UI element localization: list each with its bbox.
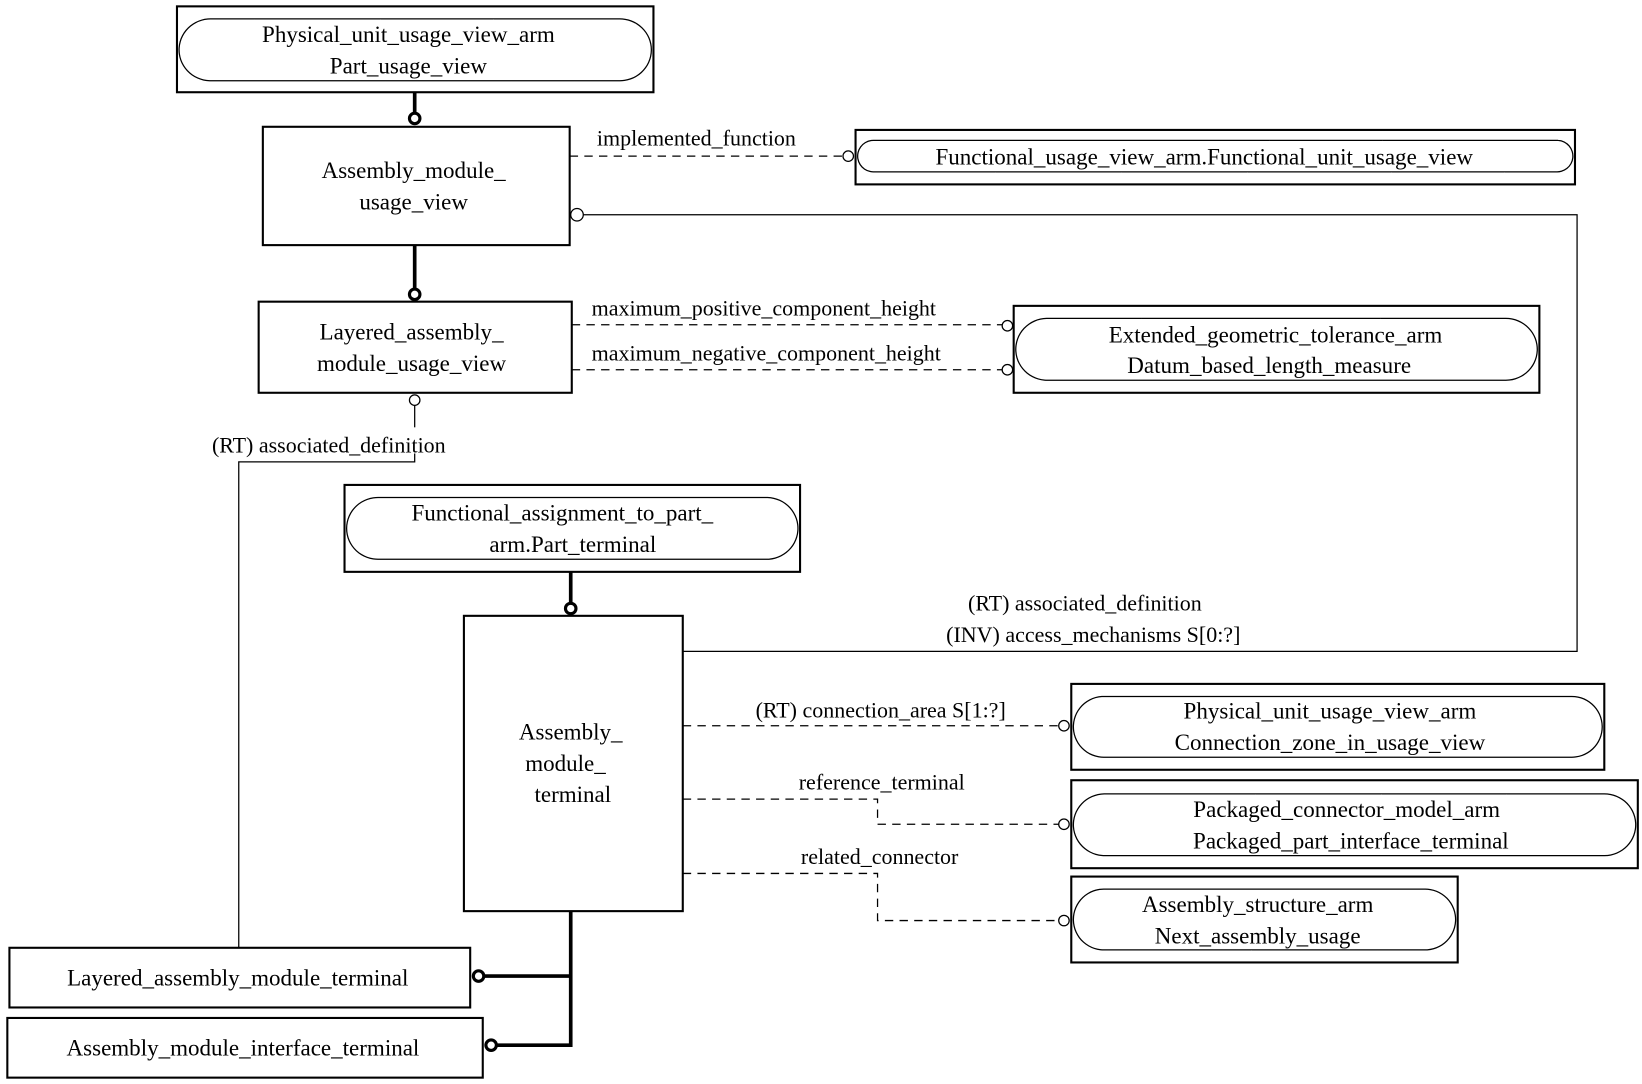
entity-layered-assembly-module-terminal-line1: Layered_assembly_module_terminal xyxy=(67,964,408,990)
entity-next-assembly-usage-line2: Next_assembly_usage xyxy=(1155,923,1361,949)
relationship-implemented-function-label: implemented_function xyxy=(597,126,796,151)
entity-assembly-module-terminal-line3: terminal xyxy=(534,781,611,807)
entity-layered-assembly-module-usage-view-line2: module_usage_view xyxy=(317,350,507,376)
entity-part-usage-view[interactable]: Physical_unit_usage_view_arm Part_usage_… xyxy=(175,5,655,94)
entity-assembly-module-interface-terminal-line1: Assembly_module_interface_terminal xyxy=(67,1035,420,1061)
relationship-reference-terminal-label: reference_terminal xyxy=(799,770,965,795)
entity-layered-assembly-module-terminal[interactable]: Layered_assembly_module_terminal xyxy=(8,946,472,1009)
entity-next-assembly-usage-line1: Assembly_structure_arm xyxy=(1142,891,1373,917)
entity-packaged-part-interface-terminal[interactable]: Packaged_connector_model_arm Packaged_pa… xyxy=(1070,779,1639,870)
entity-packaged-part-interface-terminal-line1: Packaged_connector_model_arm xyxy=(1193,796,1500,822)
relationship-implemented-function[interactable]: implemented_function xyxy=(569,126,855,162)
subtype-tree-assembly-module-terminal xyxy=(471,911,573,1052)
relationship-connection-area[interactable]: (RT) connection_area S[1:?] xyxy=(682,697,1070,732)
entity-next-assembly-usage[interactable]: Assembly_structure_arm Next_assembly_usa… xyxy=(1070,875,1459,964)
entity-datum-based-length-measure-line2: Datum_based_length_measure xyxy=(1127,352,1411,378)
entity-part-usage-view-line2: Part_usage_view xyxy=(330,52,488,78)
entity-connection-zone-line1: Physical_unit_usage_view_arm xyxy=(1184,697,1477,723)
entity-part-terminal-line2: arm.Part_terminal xyxy=(489,531,656,557)
entity-datum-based-length-measure[interactable]: Extended_geometric_tolerance_arm Datum_b… xyxy=(1012,304,1541,394)
entity-assembly-module-terminal-line1: Assembly_ xyxy=(519,718,623,744)
relationship-connection-area-label: (RT) connection_area S[1:?] xyxy=(756,697,1006,722)
relationship-reference-terminal[interactable]: reference_terminal xyxy=(682,770,1070,831)
entity-packaged-part-interface-terminal-line2: Packaged_part_interface_terminal xyxy=(1193,827,1509,853)
relationship-maximum-negative-label: maximum_negative_component_height xyxy=(592,340,941,365)
subtype-end-circle xyxy=(407,287,422,302)
relationship-related-connector-label: related_connector xyxy=(801,844,959,869)
relationship-related-connector[interactable]: related_connector xyxy=(682,844,1070,927)
relationship-access-mechanisms-label: (INV) access_mechanisms S[0:?] xyxy=(946,622,1240,647)
entity-connection-zone-line2: Connection_zone_in_usage_view xyxy=(1175,729,1486,755)
relationship-associated-definition-terminal-label: (RT) associated_definition xyxy=(968,591,1202,616)
entity-layered-assembly-module-usage-view[interactable]: Layered_assembly_ module_usage_view xyxy=(257,300,573,394)
relationship-associated-definition-layered-label: (RT) associated_definition xyxy=(212,432,446,457)
entity-assembly-module-terminal-line2: module_ xyxy=(525,750,606,776)
entity-layered-assembly-module-usage-view-line1: Layered_assembly_ xyxy=(320,318,505,344)
entity-part-terminal-line1: Functional_assignment_to_part_ xyxy=(411,500,713,526)
subtype-end-circle xyxy=(407,111,422,126)
entity-part-usage-view-line1: Physical_unit_usage_view_arm xyxy=(262,21,555,47)
entity-connection-zone-in-usage-view[interactable]: Physical_unit_usage_view_arm Connection_… xyxy=(1070,682,1606,771)
entity-assembly-module-terminal[interactable]: Assembly_ module_ terminal xyxy=(462,614,684,913)
entity-assembly-module-interface-terminal[interactable]: Assembly_module_interface_terminal xyxy=(6,1016,484,1079)
subtype-end-circle xyxy=(563,601,578,616)
relationship-maximum-negative-component-height[interactable]: maximum_negative_component_height xyxy=(571,340,1014,376)
relationship-maximum-positive-component-height[interactable]: maximum_positive_component_height xyxy=(571,295,1014,332)
relationship-maximum-positive-label: maximum_positive_component_height xyxy=(592,295,936,320)
entity-part-terminal[interactable]: Functional_assignment_to_part_ arm.Part_… xyxy=(343,483,802,573)
entity-functional-unit-usage-view-line1: Functional_usage_view_arm.Functional_uni… xyxy=(935,143,1473,169)
relationship-associated-definition-terminal[interactable]: (RT) associated_definition (INV) access_… xyxy=(570,207,1578,653)
entity-functional-unit-usage-view[interactable]: Functional_usage_view_arm.Functional_uni… xyxy=(854,128,1577,186)
entity-assembly-module-usage-view-line2: usage_view xyxy=(359,189,468,215)
entity-datum-based-length-measure-line1: Extended_geometric_tolerance_arm xyxy=(1109,322,1443,348)
relationship-associated-definition-layered[interactable]: (RT) associated_definition xyxy=(212,394,446,948)
entity-assembly-module-usage-view-line1: Assembly_module_ xyxy=(322,157,507,183)
entity-assembly-module-usage-view[interactable]: Assembly_module_ usage_view xyxy=(261,125,571,247)
